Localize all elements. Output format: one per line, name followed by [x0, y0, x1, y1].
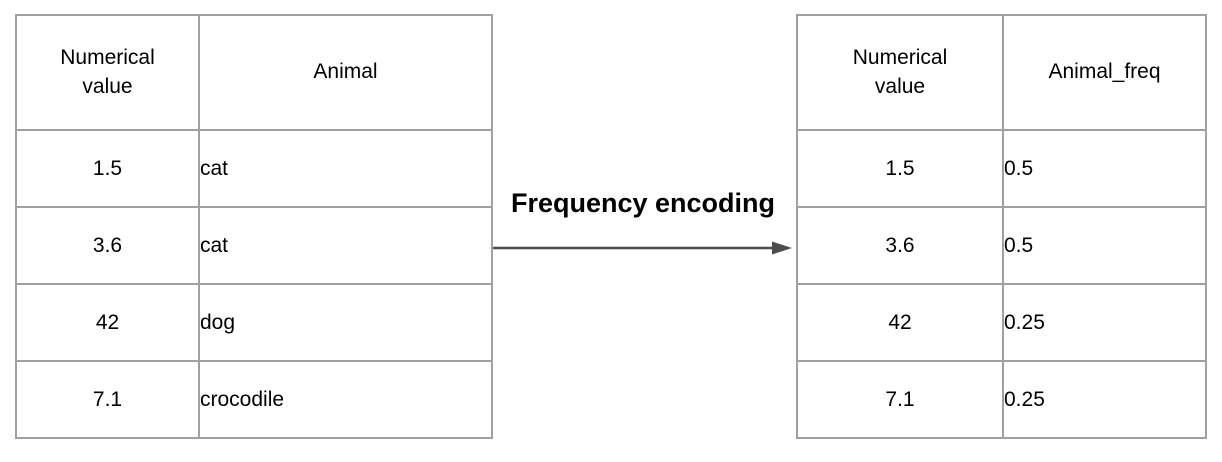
left-table-header-row: Numerical value Animal	[15, 14, 493, 131]
cell-animal-freq: 0.5	[1002, 206, 1207, 285]
left-header-numerical-value: Numerical value	[15, 14, 200, 131]
cell-animal-freq: 0.5	[1002, 129, 1207, 208]
cell-animal-freq: 0.25	[1002, 360, 1207, 439]
table-row: 42 dog	[15, 283, 493, 362]
cell-numerical-value: 1.5	[15, 129, 200, 208]
cell-numerical-value: 3.6	[796, 206, 1004, 285]
header-label: Numerical value	[60, 46, 155, 98]
cell-numerical-value: 42	[796, 283, 1004, 362]
cell-numerical-value: 7.1	[796, 360, 1004, 439]
cell-numerical-value: 7.1	[15, 360, 200, 439]
table-row: 3.6 cat	[15, 206, 493, 285]
cell-numerical-value: 42	[15, 283, 200, 362]
cell-animal-freq: 0.25	[1002, 283, 1207, 362]
right-table-header-row: Numerical value Animal_freq	[796, 14, 1207, 131]
cell-animal: dog	[198, 283, 493, 362]
cell-numerical-value: 1.5	[796, 129, 1004, 208]
right-header-animal-freq: Animal_freq	[1002, 14, 1207, 131]
table-row: 42 0.25	[796, 283, 1207, 362]
cell-numerical-value: 3.6	[15, 206, 200, 285]
right-header-numerical-value: Numerical value	[796, 14, 1004, 131]
right-arrow-icon	[493, 241, 792, 255]
header-label: Animal	[313, 60, 378, 84]
arrow-label: Frequency encoding	[510, 188, 776, 218]
header-label: Numerical value	[852, 46, 948, 98]
cell-animal: cat	[198, 129, 493, 208]
cell-animal: crocodile	[198, 360, 493, 439]
cell-animal: cat	[198, 206, 493, 285]
table-row: 7.1 crocodile	[15, 360, 493, 439]
table-row: 3.6 0.5	[796, 206, 1207, 285]
table-row: 7.1 0.25	[796, 360, 1207, 439]
transform-annotation: Frequency encoding	[493, 0, 793, 462]
header-label: Animal_freq	[1048, 60, 1161, 84]
table-row: 1.5 cat	[15, 129, 493, 208]
right-table: Numerical value Animal_freq 1.5 0.5 3.6 …	[796, 14, 1207, 439]
left-table: Numerical value Animal 1.5 cat 3.6 cat 4…	[15, 14, 493, 439]
table-row: 1.5 0.5	[796, 129, 1207, 208]
left-header-animal: Animal	[198, 14, 493, 131]
